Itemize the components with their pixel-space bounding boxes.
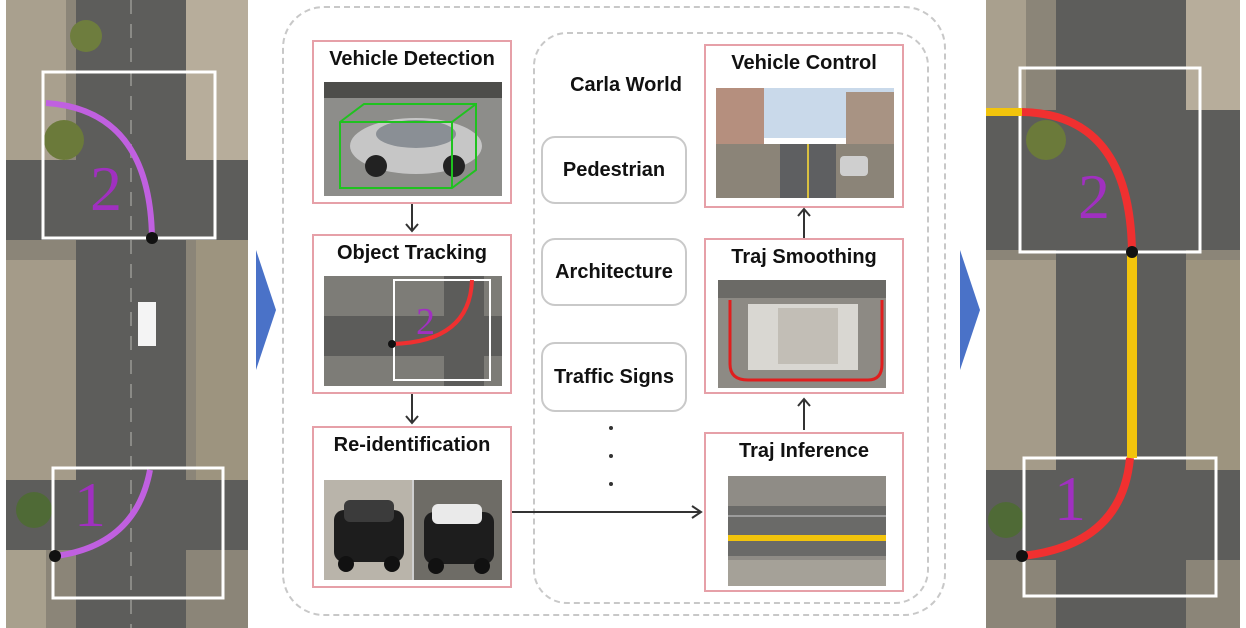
pipeline-container [282, 6, 946, 616]
arrow-smoothing-to-control [797, 207, 811, 238]
input-aerial-image: 2 1 [6, 0, 248, 628]
carla-world-container [533, 32, 929, 604]
world-item-pedestrian: Pedestrian [541, 136, 687, 204]
vehicle-control-image [716, 88, 894, 198]
vehicle-control-title: Vehicle Control [731, 52, 877, 74]
re-identification-image [324, 480, 502, 580]
module-re-identification: Re-identification [312, 426, 512, 588]
vehicle-detection-image [324, 82, 502, 196]
arrow-inference-to-smoothing [797, 397, 811, 430]
traj-smoothing-image [718, 280, 886, 388]
module-object-tracking: Object Tracking 2 [312, 234, 512, 394]
route-label-1: 1 [74, 469, 106, 540]
arrow-reid-to-inference [512, 505, 703, 519]
world-item-architecture: Architecture [541, 238, 687, 306]
output-aerial-image: 2 1 [986, 0, 1240, 628]
arrow-tracking-to-reid [405, 394, 419, 425]
output-route-label-1: 1 [1054, 463, 1086, 534]
flow-arrow-right [958, 250, 982, 370]
world-item-traffic-signs: Traffic Signs [541, 342, 687, 412]
flow-arrow-left [254, 250, 278, 370]
module-traj-inference: Traj Inference [704, 432, 904, 592]
module-vehicle-control: Vehicle Control [704, 44, 904, 208]
vehicle-detection-title: Vehicle Detection [329, 48, 495, 70]
traj-smoothing-title: Traj Smoothing [731, 246, 877, 268]
object-tracking-title: Object Tracking [336, 242, 488, 264]
output-route-label-2: 2 [1078, 161, 1110, 232]
route-label-2: 2 [90, 153, 122, 224]
tracking-route-label: 2 [416, 301, 435, 343]
traj-inference-image [728, 476, 886, 586]
arrow-detection-to-tracking [405, 204, 419, 233]
module-traj-smoothing: Traj Smoothing [704, 238, 904, 394]
carla-world-title: Carla World [570, 74, 682, 96]
object-tracking-image [324, 276, 502, 386]
traj-inference-title: Traj Inference [738, 440, 870, 462]
re-identification-title: Re-identification [333, 434, 491, 456]
module-vehicle-detection: Vehicle Detection [312, 40, 512, 204]
